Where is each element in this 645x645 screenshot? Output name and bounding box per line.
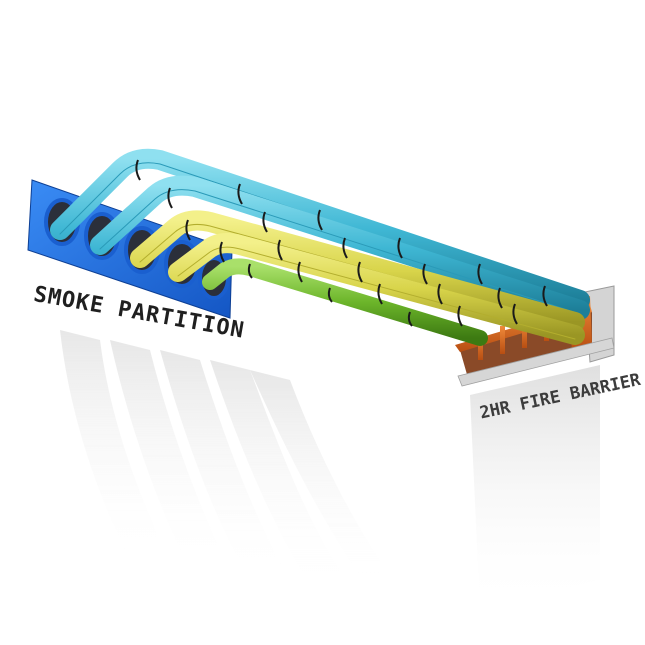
wall-shadow-left	[60, 330, 400, 590]
wall-shadow-right	[470, 365, 600, 610]
cable-ties	[135, 159, 548, 327]
